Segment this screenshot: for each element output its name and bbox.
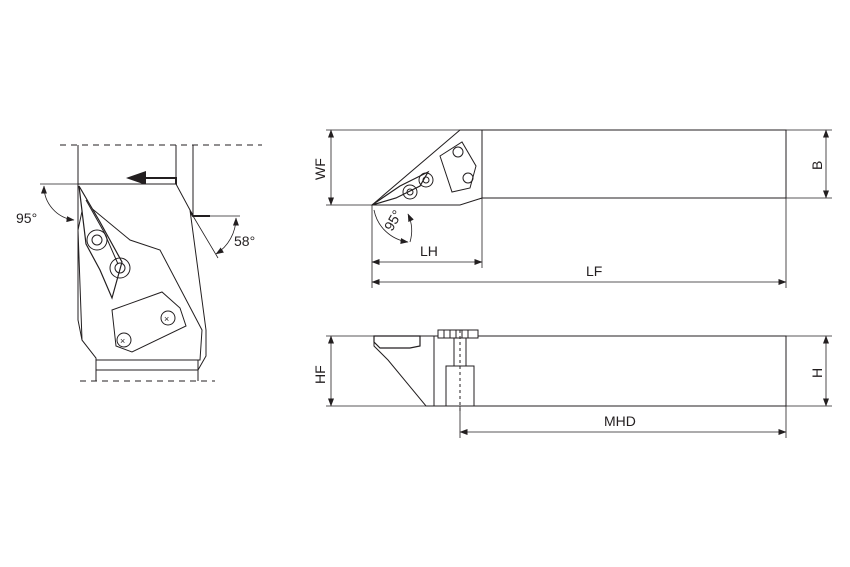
top-insert xyxy=(371,170,430,206)
clamp-screw-1: × xyxy=(116,332,132,348)
lh-label: LH xyxy=(420,243,438,259)
mhd-label: MHD xyxy=(604,413,636,429)
insert-screw-2 xyxy=(109,257,131,279)
side-view: HF H MHD xyxy=(312,329,832,438)
b-label: B xyxy=(809,161,825,170)
top-view: WF B 95° LH LF xyxy=(312,129,832,288)
top-shank xyxy=(459,129,787,205)
front-view: × × 95° 58° xyxy=(16,144,262,382)
front-insert xyxy=(78,185,123,300)
svg-text:×: × xyxy=(120,336,125,346)
angle-95-left-label: 95° xyxy=(16,210,37,226)
h-label: H xyxy=(809,368,825,378)
side-insert xyxy=(373,335,421,349)
angle-58-label: 58° xyxy=(234,233,255,249)
insert-screw-1 xyxy=(86,229,108,251)
hf-label: HF xyxy=(312,365,328,384)
top-insert-screw xyxy=(402,184,418,200)
side-shank xyxy=(429,335,787,407)
lf-label: LF xyxy=(586,263,602,279)
svg-text:×: × xyxy=(164,314,169,324)
top-clamp-screw xyxy=(418,172,434,188)
clamp-screw-2: × xyxy=(160,310,176,326)
wf-label: WF xyxy=(312,158,328,180)
feed-arrowhead xyxy=(126,171,146,185)
